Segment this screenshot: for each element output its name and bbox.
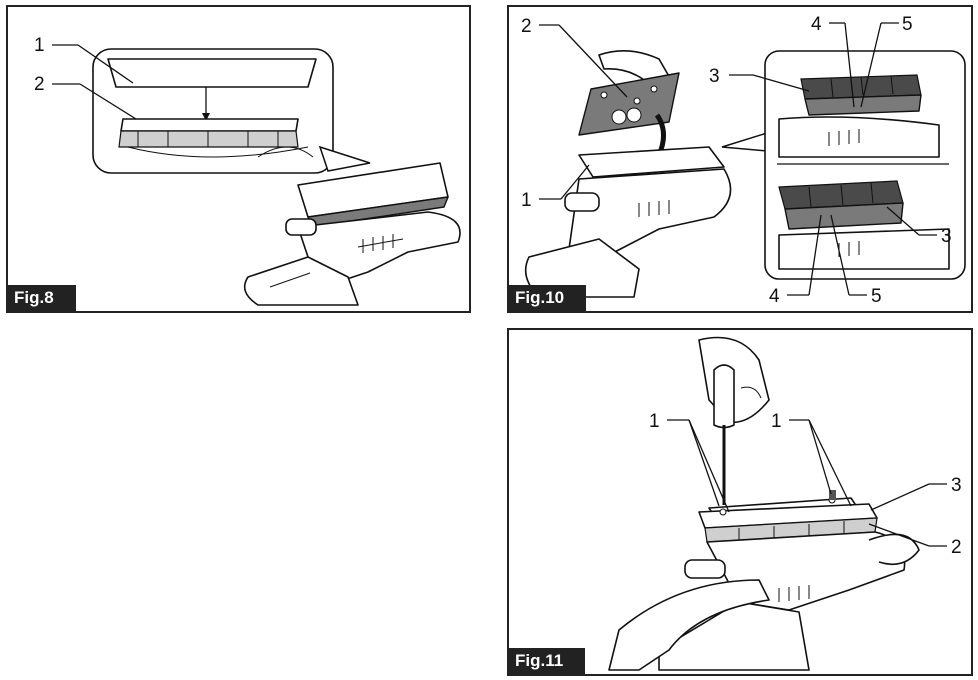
callout-5-top: 5 <box>902 14 913 35</box>
callout-1-right: 1 <box>771 411 782 432</box>
callout-5-bottom: 5 <box>871 286 882 307</box>
callout-3-bottom: 3 <box>941 226 952 247</box>
callout-1: 1 <box>34 35 45 56</box>
figure-11-illustration: 1 1 3 2 <box>608 336 962 671</box>
support-hand <box>608 579 770 671</box>
figure-10-panel: 2 1 3 4 5 3 4 5 Fig.10 <box>507 5 973 313</box>
callout-4-top: 4 <box>811 14 822 35</box>
figure-8-panel: 1 2 Fig.8 <box>6 5 471 313</box>
figure-11-label: Fig.11 <box>509 648 586 674</box>
callout-4-bottom: 4 <box>769 286 780 307</box>
callout-2: 2 <box>34 74 45 95</box>
figure-8-illustration: 1 2 <box>34 35 461 306</box>
figure-10-illustration: 2 1 3 4 5 3 4 5 <box>521 14 966 307</box>
figure-10-label: Fig.10 <box>509 285 587 311</box>
inset-bottom-detail <box>778 180 950 270</box>
callout-3: 3 <box>951 475 962 496</box>
callout-1-left: 1 <box>649 411 660 432</box>
pad-assembly <box>698 490 878 543</box>
callout-1: 1 <box>521 190 532 211</box>
callout-2: 2 <box>951 537 962 558</box>
pad-plate <box>120 118 299 132</box>
inset-top-detail <box>778 74 940 158</box>
figure-11-panel: 1 1 3 2 Fig.11 <box>507 328 973 676</box>
screwdriver-hand <box>698 336 770 505</box>
sander-tool <box>524 168 732 298</box>
sander-tool <box>243 162 461 306</box>
inset-pointer <box>318 145 371 172</box>
callout-2: 2 <box>521 16 532 37</box>
callout-3-top: 3 <box>709 66 720 87</box>
pad-plate <box>578 146 725 178</box>
sanding-sheet <box>107 58 317 88</box>
figure-8-label: Fig.8 <box>8 285 76 311</box>
